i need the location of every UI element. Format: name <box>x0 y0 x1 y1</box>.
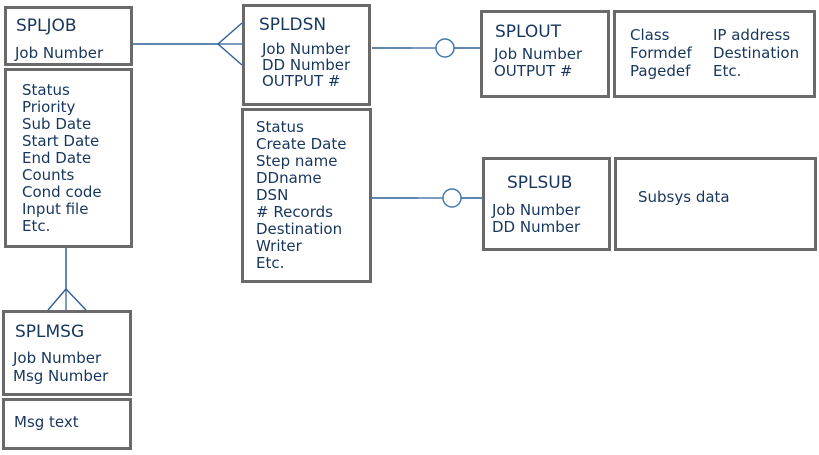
attr-item: # Records <box>256 203 333 221</box>
entity-splmsg-attributes: Msg text <box>2 398 132 450</box>
attr-item: Status <box>256 118 304 136</box>
entity-spljob-header: SPLJOB Job Number <box>4 6 133 66</box>
entity-splout-attributes: Class Formdef Pagedef IP address Destina… <box>613 10 816 98</box>
relationship-spldsn-splsub <box>372 188 482 208</box>
key-item: DD Number <box>492 218 581 236</box>
entity-splmsg-title: SPLMSG <box>15 322 85 342</box>
attr-item: Sub Date <box>22 115 92 133</box>
attr-item: Formdef <box>630 44 692 62</box>
relationship-spldsn-splout <box>372 38 480 58</box>
entity-splout-keys: Job Number OUTPUT # <box>483 42 607 80</box>
attr-item: Destination <box>256 220 343 238</box>
crow-foot-icon <box>217 22 243 66</box>
entity-spldsn-attributes: Status Create Date Step name DDname DSN … <box>241 108 372 283</box>
attr-item: Status <box>22 81 70 99</box>
entity-splsub-header: SPLSUB Job Number DD Number <box>482 157 611 251</box>
entity-splout-title: SPLOUT <box>495 22 562 42</box>
relationship-spljob-spldsn <box>133 22 243 66</box>
key-item: Msg Number <box>13 367 109 385</box>
key-item: Job Number <box>494 45 583 63</box>
attr-item: Priority <box>22 98 76 116</box>
attr-item: Destination <box>713 44 800 62</box>
attr-item: Pagedef <box>630 62 691 80</box>
attr-column-2: IP address Destination Etc. <box>713 26 800 80</box>
attr-item: IP address <box>713 26 791 44</box>
attr-item: Class <box>630 26 670 44</box>
entity-spljob-keys: Job Number <box>7 36 130 62</box>
optional-circle-icon <box>435 38 455 58</box>
optional-circle-icon <box>442 188 462 208</box>
attr-item: Cond code <box>22 183 102 201</box>
key-item: Job Number <box>492 201 581 219</box>
entity-splmsg-keys: Job Number Msg Number <box>5 342 129 385</box>
attr-item: Subsys data <box>638 188 730 206</box>
key-item: Job Number <box>13 349 102 367</box>
attr-item: Etc. <box>713 62 742 80</box>
attr-item: Writer <box>256 237 302 255</box>
entity-splsub-title: SPLSUB <box>507 173 573 193</box>
attr-item: Create Date <box>256 135 347 153</box>
attr-item: Step name <box>256 152 338 170</box>
entity-splsub-keys: Job Number DD Number <box>485 193 608 236</box>
entity-splsub-attributes: Subsys data <box>614 157 817 251</box>
entity-spljob-attributes: Status Priority Sub Date Start Date End … <box>4 68 133 248</box>
attr-item: Counts <box>22 166 75 184</box>
entity-spldsn-title: SPLDSN <box>259 15 327 35</box>
entity-splout-header: SPLOUT Job Number OUTPUT # <box>480 10 610 98</box>
key-item: OUTPUT # <box>494 62 573 80</box>
attr-item: Start Date <box>22 132 100 150</box>
attr-column-1: Class Formdef Pagedef <box>630 26 713 80</box>
relationship-spljob-splmsg <box>47 248 87 311</box>
entity-spldsn-keys: Job Number DD Number OUTPUT # <box>245 35 368 89</box>
crow-foot-icon <box>47 288 87 311</box>
attr-item: Etc. <box>22 217 51 235</box>
key-item: OUTPUT # <box>262 72 341 90</box>
key-item: Job Number <box>262 40 351 58</box>
attr-item: Input file <box>22 200 89 218</box>
key-item: DD Number <box>262 56 351 74</box>
entity-splmsg-header: SPLMSG Job Number Msg Number <box>2 310 132 396</box>
attr-item: DSN <box>256 186 289 204</box>
key-item: Job Number <box>15 44 104 62</box>
attr-item: End Date <box>22 149 92 167</box>
entity-spljob-title: SPLJOB <box>16 16 77 36</box>
attr-item: Msg text <box>14 413 79 431</box>
attr-item: Etc. <box>256 254 285 272</box>
attr-item: DDname <box>256 169 322 187</box>
entity-spldsn-header: SPLDSN Job Number DD Number OUTPUT # <box>242 4 371 106</box>
